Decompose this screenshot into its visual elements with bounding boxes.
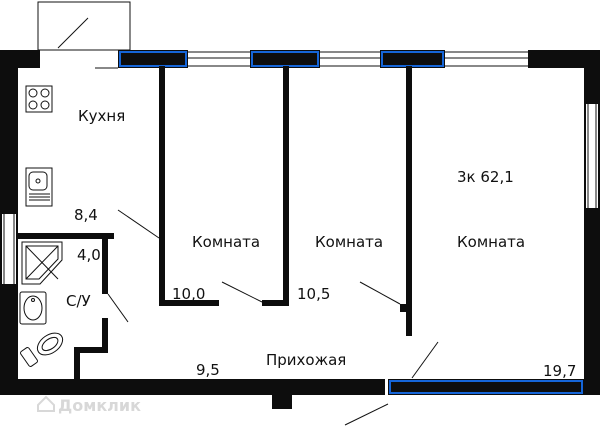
room-name-room3: Комната [457,233,525,251]
room-area-hall: 9,5 [196,361,220,379]
house-logo-icon [37,395,55,412]
outer-wall-top [0,49,600,69]
interior-walls [18,66,439,379]
room-name-kitchen: Кухня [78,107,125,125]
apartment-summary: 3к 62,1 [457,168,514,186]
outer-wall-bottom [0,379,600,426]
room-area-room1: 10,0 [172,285,205,303]
room-area-room3: 19,7 [543,362,576,380]
room-name-room1: Комната [192,233,260,251]
kitchen-sink-icon [25,167,53,207]
bathroom-sink-icon [19,291,47,325]
room-area-room2: 10,5 [297,285,330,303]
balcony [37,1,131,51]
room-name-room2: Комната [315,233,383,251]
room-name-bathroom: С/У [66,292,91,310]
outer-wall-right [584,50,600,395]
watermark-text: Домклик [58,396,141,415]
room-area-bathroom: 4,0 [77,246,101,264]
outer-wall-left [0,50,18,395]
toilet-icon [20,332,64,367]
bathtub-corner-icon [21,241,63,285]
stove-icon [25,85,53,113]
room-name-hall: Прихожая [266,351,346,369]
watermark: Домклик [37,395,141,415]
room-area-kitchen: 8,4 [74,206,98,224]
